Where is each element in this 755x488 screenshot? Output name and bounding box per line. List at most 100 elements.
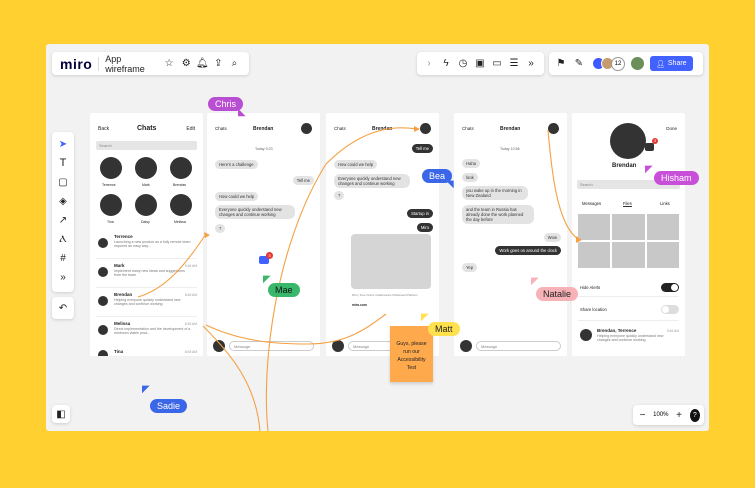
user-icon: 👤︎: [656, 60, 665, 68]
message-input[interactable]: Message: [476, 341, 561, 351]
zoom-level[interactable]: 100%: [653, 412, 669, 418]
board-title[interactable]: App wireframe: [105, 53, 145, 74]
whiteboard-canvas[interactable]: miro App wireframe ☆ ⚙ 🔔︎ ⇪ ⌕ › ϟ ◷ ▣ ▭ …: [46, 44, 709, 431]
panel-toggle[interactable]: ◧: [52, 405, 70, 423]
share-location-toggle[interactable]: [661, 305, 679, 314]
chat-time: 8:45 AM: [184, 350, 197, 354]
user-count: 12: [611, 56, 625, 71]
file-thumb[interactable]: [647, 242, 679, 268]
avatar: [98, 325, 108, 335]
shapes-icon[interactable]: ◈: [59, 195, 67, 207]
file-thumb[interactable]: [647, 214, 679, 240]
cursor-pointer-icon: ◤: [421, 312, 429, 323]
back-link[interactable]: Chats: [334, 126, 346, 131]
profile-avatar: [610, 123, 646, 159]
back-link[interactable]: Chats: [215, 126, 227, 131]
bell-icon[interactable]: 🔔︎: [195, 58, 209, 69]
upload-icon[interactable]: ⇪: [214, 58, 223, 69]
frame-title: Brendan: [500, 126, 521, 132]
more-icon[interactable]: »: [528, 58, 534, 69]
chat-row[interactable]: Tina 8:45 AM: [90, 346, 203, 356]
profile-badge: 3: [652, 138, 658, 144]
message-bubble: Wow: [543, 233, 561, 242]
thread-row[interactable]: Brendan, Terrence 9:46 AM Helping everyo…: [572, 325, 685, 350]
chat-row[interactable]: Brendan 8:46 AM Helping everyone quickly…: [90, 289, 203, 316]
hide-alerts-toggle[interactable]: [661, 283, 679, 292]
gear-icon[interactable]: ⚙: [181, 58, 191, 69]
avatar[interactable]: [301, 123, 312, 134]
zoom-in-icon[interactable]: +: [676, 409, 682, 421]
chat-row[interactable]: Terrence Launching a new product as a fu…: [90, 231, 203, 258]
avatar[interactable]: [420, 123, 431, 134]
message-input[interactable]: Message: [229, 341, 314, 351]
avatar: [98, 296, 108, 306]
undo-icon[interactable]: ↶: [58, 302, 68, 314]
comment-icon[interactable]: ▭: [492, 58, 502, 69]
chat-name: Melissa: [114, 321, 131, 326]
tab-links[interactable]: Links: [660, 201, 670, 206]
avatar[interactable]: [135, 157, 157, 179]
message-input-bar[interactable]: Message: [460, 340, 561, 352]
search-icon[interactable]: ⌕: [231, 58, 238, 69]
message-input-bar[interactable]: Message: [213, 340, 314, 352]
help-button[interactable]: ?: [689, 408, 700, 422]
cursor-label: Mae: [268, 283, 300, 297]
pen-off-icon[interactable]: ✎: [574, 58, 584, 69]
select-icon[interactable]: ➤: [58, 138, 68, 150]
avatar-stack[interactable]: 12: [592, 56, 625, 71]
search-input[interactable]: Search: [577, 180, 680, 189]
bolt-icon[interactable]: ϟ: [443, 58, 449, 69]
sticky-note[interactable]: Guys, please run our Accessibility Test: [390, 326, 433, 382]
file-thumb[interactable]: [578, 214, 610, 240]
message-bubble: How could we help: [215, 192, 259, 201]
timer-icon[interactable]: ◷: [458, 58, 468, 69]
tab-messages[interactable]: Messages: [582, 201, 602, 206]
search-input[interactable]: Search: [96, 141, 197, 150]
frame-chat-brendan-1[interactable]: Chats Brendan Today 9:23 Here's a challe…: [207, 113, 320, 356]
media-caption: Miro | Free Online Collaborative Whitebo…: [352, 293, 418, 297]
notes-icon[interactable]: ☰: [509, 58, 519, 69]
back-link[interactable]: Back: [98, 126, 110, 132]
file-thumb[interactable]: [578, 242, 610, 268]
chevron-right-icon[interactable]: ›: [427, 58, 431, 69]
file-thumb[interactable]: [612, 214, 645, 240]
media-link[interactable]: miro.com: [352, 303, 367, 307]
avatar[interactable]: [631, 57, 644, 70]
comment-marker[interactable]: [259, 256, 269, 264]
sticky-note-icon[interactable]: ▢: [58, 176, 68, 188]
frame-icon[interactable]: ▣: [475, 58, 485, 69]
tab-files[interactable]: Files: [623, 201, 632, 207]
edit-link[interactable]: Edit: [186, 126, 195, 132]
chat-row[interactable]: Mark 9:46 AM Implement many new ideas an…: [90, 260, 203, 287]
frame-chat-brendan-3[interactable]: Chats Brendan Today 10:56 Haha look you …: [454, 113, 567, 356]
profile-comment-marker[interactable]: [645, 143, 654, 151]
file-thumb[interactable]: [612, 242, 645, 268]
avatar[interactable]: [170, 157, 192, 179]
message-bubble: How could we help: [334, 160, 378, 169]
message-placeholder: Message: [481, 344, 498, 349]
star-icon[interactable]: ☆: [164, 58, 174, 69]
frame-icon[interactable]: #: [60, 252, 66, 264]
done-link[interactable]: Done: [666, 126, 677, 131]
share-button[interactable]: 👤︎ Share: [650, 56, 693, 71]
frame-chat-list[interactable]: Back Chats Edit Search Terrence Mark Bre…: [90, 113, 203, 356]
arrow-icon[interactable]: ↗: [58, 214, 68, 226]
avatar[interactable]: [100, 157, 122, 179]
chat-row[interactable]: Melissa 8:45 AM Direct implementation an…: [90, 318, 203, 345]
zoom-out-icon[interactable]: −: [639, 409, 646, 421]
pen-icon[interactable]: Ⲁ: [59, 233, 67, 245]
more-tools-icon[interactable]: »: [60, 271, 66, 283]
back-link[interactable]: Chats: [462, 126, 474, 131]
avatar[interactable]: [100, 194, 122, 216]
message-placeholder: Message: [234, 344, 251, 349]
reaction-icon[interactable]: ⚑: [556, 58, 566, 69]
frame-profile[interactable]: Done 3 Brendan Search Messages Files Lin…: [572, 113, 685, 356]
avatar: [213, 340, 225, 352]
media-preview[interactable]: [351, 234, 431, 289]
avatar[interactable]: [135, 194, 157, 216]
avatar[interactable]: [548, 123, 559, 134]
avatar[interactable]: [170, 194, 192, 216]
search-placeholder: Search: [99, 143, 112, 148]
cursor-chris: Chris ◣: [208, 94, 246, 118]
text-icon[interactable]: T: [59, 157, 67, 169]
